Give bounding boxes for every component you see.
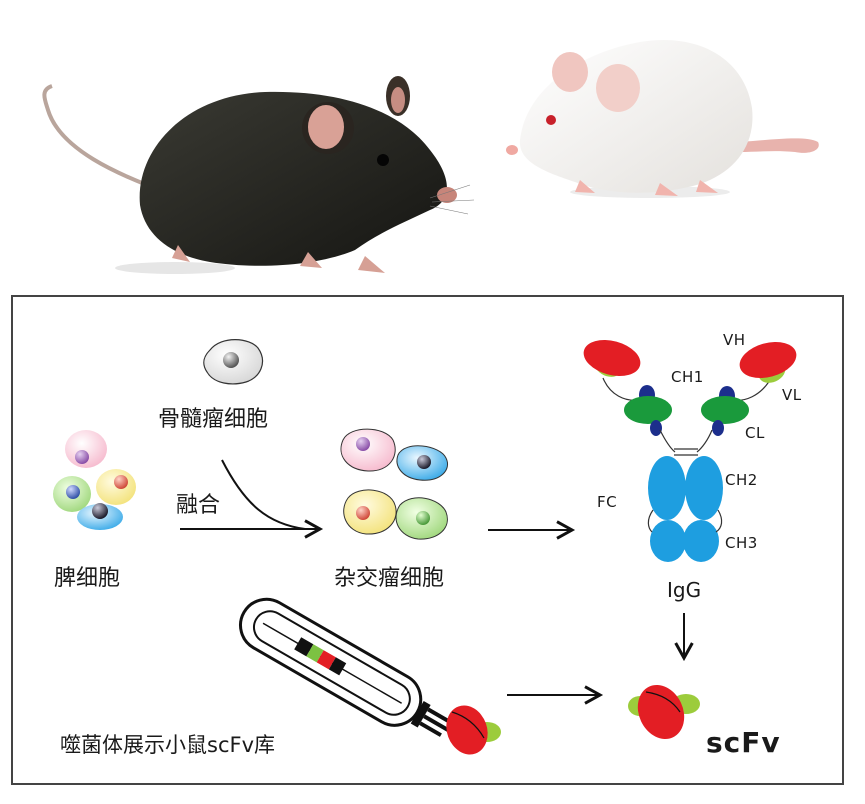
- hybridoma-label: 杂交瘤细胞: [334, 566, 444, 591]
- cl-label: CL: [745, 424, 765, 442]
- myeloma-cell: [203, 339, 263, 385]
- spleen-label: 脾细胞: [54, 566, 120, 591]
- white-mouse-photo: [506, 39, 819, 198]
- right-vh-domain: [739, 341, 797, 379]
- ch3-label: CH3: [725, 534, 758, 552]
- ch2-domain-right: [685, 456, 723, 520]
- spleen-cells: [53, 430, 136, 530]
- ch3-domain-right: [683, 520, 719, 562]
- left-ch1-domain: [624, 396, 672, 424]
- right-ch1-domain: [701, 396, 749, 424]
- ch3-domain-left: [650, 520, 686, 562]
- scfv-molecule: [628, 684, 700, 740]
- ch2-label: CH2: [725, 471, 758, 489]
- gene-insert: [294, 637, 314, 657]
- myeloma-merge-curve: [221, 459, 306, 530]
- right-cl-node: [712, 420, 724, 436]
- black-mouse-photo: [42, 76, 475, 274]
- myeloma-label: 骨髓瘤细胞: [158, 407, 268, 432]
- ch2-domain-left: [648, 456, 686, 520]
- ch1-label: CH1: [671, 368, 704, 386]
- vh-label: VH: [723, 331, 746, 349]
- phage-display: [239, 597, 501, 755]
- igg-label: IgG: [667, 578, 701, 602]
- fusion-label: 融合: [176, 493, 220, 518]
- left-cl-node: [650, 420, 662, 436]
- igg-antibody: [583, 339, 797, 562]
- fc-label: FC: [597, 493, 617, 511]
- left-vh-domain: [583, 339, 641, 377]
- hybridoma-cells: [340, 428, 448, 540]
- scfv-label: scFv: [706, 726, 781, 759]
- phage-library-label: 噬菌体展示小鼠scFv库: [60, 733, 275, 757]
- vl-label: VL: [782, 386, 802, 404]
